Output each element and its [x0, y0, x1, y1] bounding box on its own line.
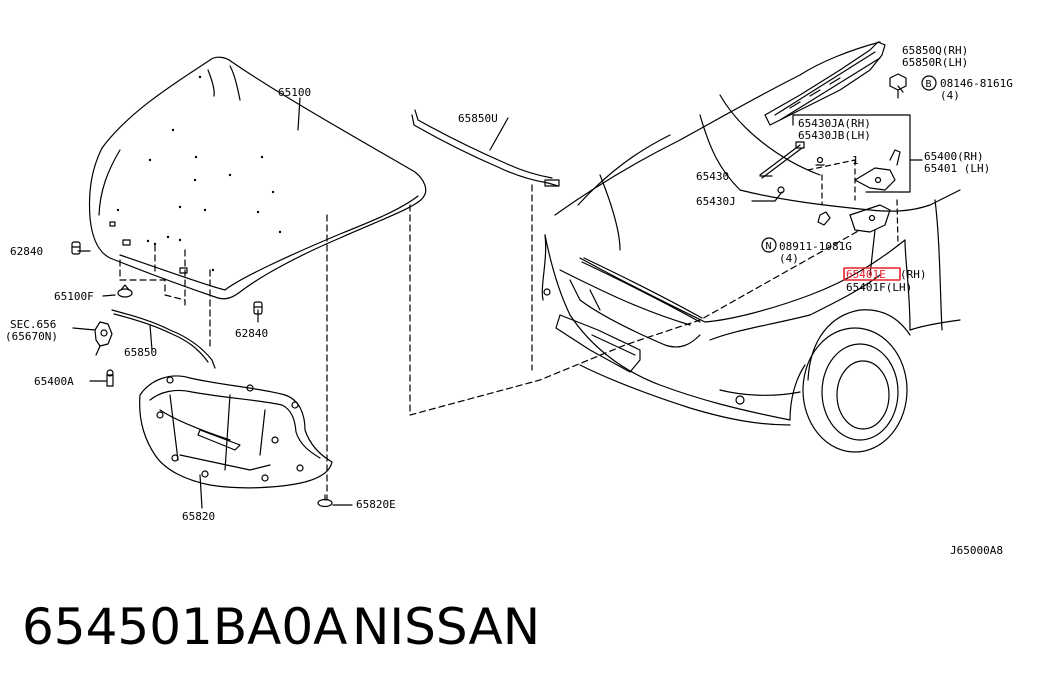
label-bolt-code: 08146-8161G — [940, 77, 1013, 90]
car-seal-front — [581, 257, 703, 323]
label-seal-rear: 65850 — [124, 346, 157, 359]
seal-65850u-part — [411, 109, 560, 187]
label-nut-code: 08911-1081G — [779, 240, 852, 253]
label-hinge-rh: 65400(RH) — [924, 150, 984, 163]
leader-dashes-hood — [119, 184, 861, 501]
nut-symbol-circle — [761, 237, 777, 253]
label-stay-clip: 65430J — [696, 195, 736, 208]
label-bolt-qty: (4) — [940, 89, 960, 102]
label-stay-rh: 65430JA(RH) — [798, 117, 871, 130]
label-diagram-code: J65000A8 — [950, 544, 1003, 557]
label-insulator: 65820 — [182, 510, 215, 523]
label-seal-rh: 65850Q(RH) — [902, 44, 968, 57]
bumper-left-part — [71, 241, 81, 255]
insulator-part — [139, 375, 333, 489]
hood-panel — [88, 56, 427, 300]
label-hinge-lh: 65401 (LH) — [924, 162, 990, 175]
car-body — [541, 41, 961, 453]
label-sec-ref-2: (65670N) — [5, 330, 58, 343]
labels: 65100 65850U 62840 65100F SEC.656 (65670… — [5, 44, 1013, 557]
diagram-canvas: 65100 65850U 62840 65100F SEC.656 (65670… — [5, 41, 1013, 557]
label-seal-65850u: 65850U — [458, 112, 498, 125]
hood-bumper-clip-part — [117, 284, 133, 298]
bolt-08146-part — [889, 73, 907, 99]
clip-65820e-part — [317, 494, 333, 508]
label-nut-symbol: N — [766, 241, 772, 252]
brand-caption: NISSAN — [352, 598, 541, 656]
label-bumper-left: 62840 — [10, 245, 43, 258]
label-insulator-clip: 65820E — [356, 498, 396, 511]
part-highlight-box — [843, 267, 901, 281]
label-index-number: 1 — [852, 154, 859, 167]
hinge-part — [815, 149, 901, 233]
label-hinge-bracket-lh: 65401F(LH) — [846, 281, 912, 294]
hood-clips — [109, 221, 188, 274]
part-number-caption: 654501BA0A — [22, 598, 348, 656]
label-sec-ref-1: SEC.656 — [10, 318, 56, 331]
label-hinge-bolt: 65400A — [34, 375, 74, 388]
seal-65850q-part — [764, 41, 886, 126]
label-seal-lh: 65850R(LH) — [902, 56, 968, 69]
hood-stay-part — [759, 141, 805, 194]
hood-lock-part — [94, 309, 216, 369]
label-bumper-right: 62840 — [235, 327, 268, 340]
bumper-right-part — [253, 301, 263, 315]
label-nut-qty: (4) — [779, 252, 799, 265]
hood-holes — [116, 75, 282, 272]
leader-lines — [72, 85, 904, 509]
label-bolt-symbol: B — [926, 79, 932, 90]
label-hood-panel: 65100 — [278, 86, 311, 99]
bolt-65400a-part — [106, 369, 114, 387]
label-stay-lh: 65430JB(LH) — [798, 129, 871, 142]
leader-dashes-car — [807, 159, 899, 246]
label-hood-stay: 65430 — [696, 170, 729, 183]
bolt-symbol-circle — [921, 75, 937, 91]
label-hinge-bracket-rh-code: 65401E — [846, 268, 886, 281]
label-bumper-clip: 65100F — [54, 290, 94, 303]
label-hinge-bracket-rh-suffix: (RH) — [900, 268, 927, 281]
callout-bracket — [792, 114, 923, 193]
